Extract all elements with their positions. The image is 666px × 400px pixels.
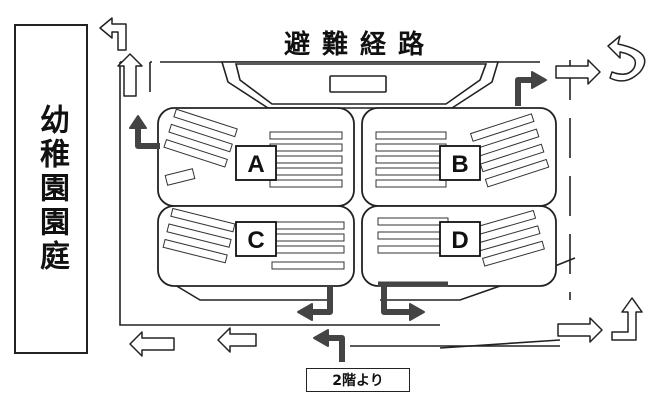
kindergarten-yard-label: 幼稚園園庭 <box>34 104 69 274</box>
exit-arrow-room-b <box>515 77 534 106</box>
room-labels: A B C D <box>235 145 481 257</box>
exit-arrow-from-second-floor <box>326 335 345 362</box>
room-a-label: A <box>247 151 264 178</box>
exit-arrow-room-c <box>310 286 333 315</box>
front-stage-area <box>220 61 500 109</box>
room-b-label: B <box>451 151 468 178</box>
exit-arrows <box>129 71 547 362</box>
from-second-floor-label: 2階より <box>306 368 410 392</box>
desk-layout <box>162 108 550 270</box>
exit-arrow-room-d <box>381 282 412 315</box>
diagram-title: 避難経路 <box>284 30 437 60</box>
room-d-label: D <box>451 227 468 254</box>
route-arrows <box>99 17 646 357</box>
room-c-label: C <box>247 227 264 254</box>
exit-arrow-room-a <box>135 124 160 149</box>
kindergarten-yard-box: 幼稚園園庭 <box>14 24 88 354</box>
